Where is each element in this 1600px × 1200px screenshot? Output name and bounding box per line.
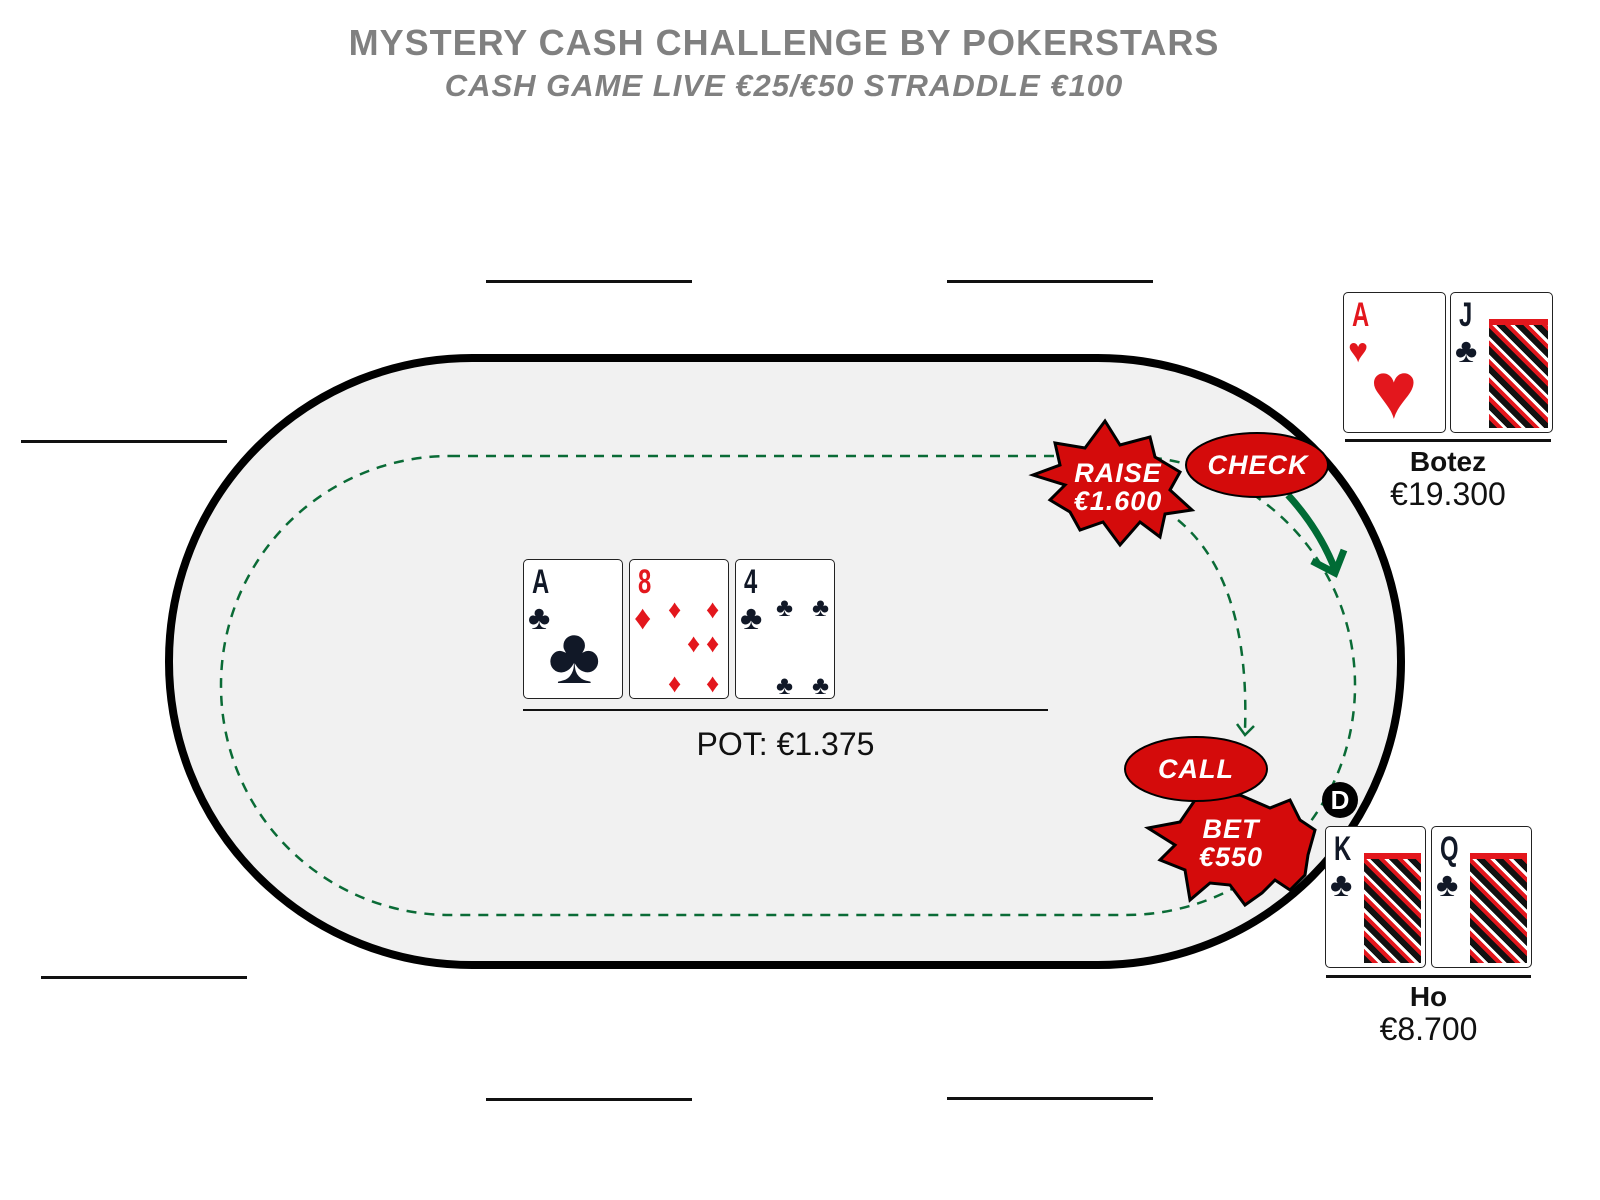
bet-starburst bbox=[1143, 793, 1317, 908]
page-subtitle: CASH GAME LIVE €25/€50 STRADDLE €100 bbox=[444, 68, 1124, 103]
card-rank: A bbox=[1352, 296, 1370, 334]
card-rank: 4 bbox=[744, 563, 758, 601]
heart-icon: ♥ bbox=[1348, 332, 1369, 370]
club-icon: ♣ bbox=[528, 599, 551, 637]
queen-figure-icon bbox=[1469, 853, 1527, 963]
diamond-icon: ♦ bbox=[706, 628, 720, 658]
bet-amount: €550 bbox=[1198, 842, 1264, 872]
club-large-icon: ♣ bbox=[548, 611, 601, 699]
empty-seat-line bbox=[486, 280, 692, 283]
player-stack-ho: €8.700 bbox=[1379, 1011, 1478, 1047]
club-icon: ♣ bbox=[740, 599, 763, 637]
dealer-button bbox=[1322, 782, 1358, 818]
player-stack-botez: €19.300 bbox=[1390, 476, 1506, 512]
card-rank: K bbox=[1334, 830, 1352, 868]
empty-seat-line bbox=[41, 976, 247, 979]
check-badge bbox=[1185, 432, 1329, 498]
jack-figure-icon bbox=[1489, 319, 1548, 428]
card-rank: 8 bbox=[638, 563, 652, 601]
empty-seat-line bbox=[947, 1097, 1153, 1100]
card-rank: A bbox=[532, 563, 550, 601]
diamond-icon: ♦ bbox=[668, 668, 682, 698]
card-rank: J bbox=[1459, 296, 1473, 334]
diamond-icon: ♦ bbox=[706, 594, 720, 624]
botez-card-1: A ♥ ♥ bbox=[1343, 292, 1446, 433]
club-icon: ♣ bbox=[812, 670, 830, 699]
club-icon: ♣ bbox=[1436, 866, 1459, 904]
heart-large-icon: ♥ bbox=[1370, 346, 1418, 433]
empty-seat-line bbox=[947, 280, 1153, 283]
ho-card-1: K ♣ bbox=[1325, 826, 1426, 968]
diamond-icon: ♦ bbox=[668, 594, 682, 624]
empty-seat-line bbox=[486, 1098, 692, 1101]
empty-seat-line bbox=[21, 440, 227, 443]
raise-to-call-arrow bbox=[1177, 519, 1247, 731]
dealer-button-label: D bbox=[1330, 785, 1350, 815]
player-name-botez: Botez bbox=[1409, 446, 1487, 477]
club-icon: ♣ bbox=[1330, 866, 1353, 904]
diamond-icon: ♦ bbox=[634, 599, 652, 637]
board-card-3: 4 ♣ ♣ ♣ ♣ ♣ bbox=[735, 559, 835, 699]
diamond-icon: ♦ bbox=[706, 668, 720, 698]
board-card-2: 8 ♦ ♦ ♦ ♦ ♦ ♦ ♦ bbox=[629, 559, 729, 699]
call-badge bbox=[1124, 736, 1268, 802]
card-rank: Q bbox=[1440, 830, 1459, 868]
arrowhead-icon bbox=[1310, 548, 1348, 578]
arrowhead-small-icon bbox=[1235, 723, 1255, 737]
club-icon: ♣ bbox=[1455, 332, 1478, 370]
check-arrow bbox=[1285, 492, 1340, 574]
pot-label: POT: €1.375 bbox=[696, 726, 875, 762]
club-icon: ♣ bbox=[812, 592, 830, 622]
raise-starburst bbox=[1028, 418, 1196, 548]
raise-label: RAISE bbox=[1074, 458, 1162, 488]
ho-card-2: Q ♣ bbox=[1431, 826, 1532, 968]
board-card-1: A ♣ ♣ bbox=[523, 559, 623, 699]
botez-card-2: J ♣ bbox=[1450, 292, 1553, 433]
check-label: CHECK bbox=[1207, 450, 1309, 480]
seat-line-botez bbox=[1345, 439, 1551, 442]
king-figure-icon bbox=[1363, 853, 1421, 963]
seat-line-ho bbox=[1326, 975, 1531, 978]
page-title: MYSTERY CASH CHALLENGE BY POKERSTARS bbox=[348, 22, 1220, 63]
raise-amount: €1.600 bbox=[1073, 486, 1163, 516]
diamond-icon: ♦ bbox=[687, 628, 701, 658]
action-path-dashed bbox=[219, 454, 1357, 917]
call-label: CALL bbox=[1158, 754, 1234, 784]
club-icon: ♣ bbox=[776, 670, 794, 699]
player-name-ho: Ho bbox=[1409, 981, 1448, 1012]
club-icon: ♣ bbox=[776, 592, 794, 622]
bet-label: BET bbox=[1202, 814, 1260, 844]
